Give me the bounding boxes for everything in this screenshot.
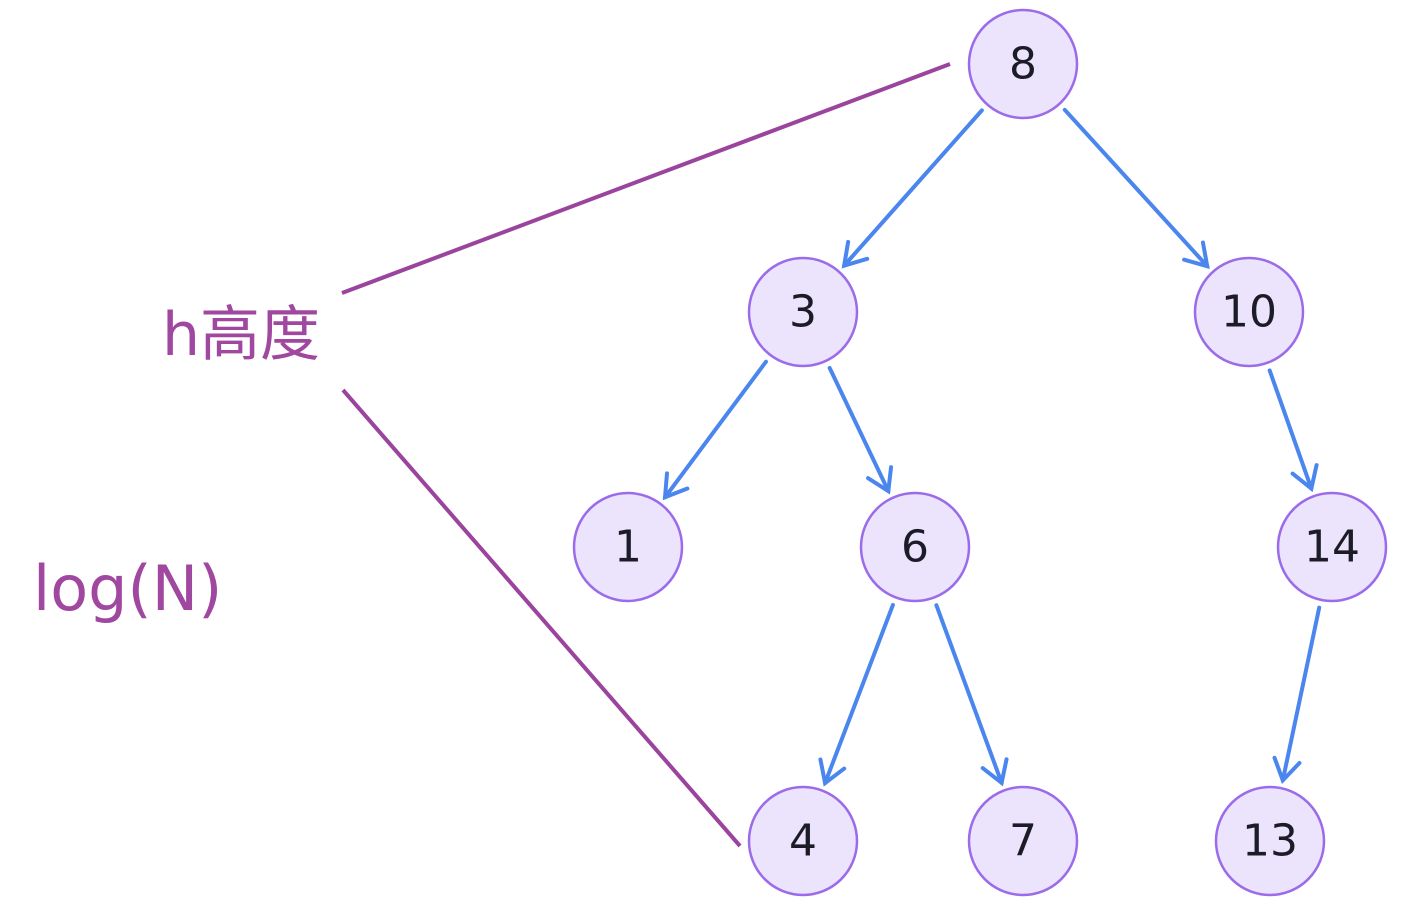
node-circle	[1214, 785, 1326, 897]
height-bracket-upper-line	[341, 62, 951, 295]
tree-node-6: 6	[859, 491, 971, 603]
node-circle	[1193, 256, 1305, 368]
complexity-label: log(N)	[33, 552, 222, 625]
height-bracket-lower-line	[341, 388, 742, 848]
tree-node-4: 4	[747, 785, 859, 897]
arrow-head-icon	[1182, 240, 1210, 269]
arrow-head-icon	[1290, 463, 1319, 493]
edge-n14-n13	[1272, 605, 1322, 785]
arrow-head-icon	[866, 465, 894, 495]
arrow-head-icon	[841, 239, 870, 269]
node-circle	[572, 491, 684, 603]
arrow-head-icon	[1272, 755, 1302, 785]
node-circle	[859, 491, 971, 603]
node-label: 13	[1242, 816, 1298, 867]
node-label: 14	[1304, 522, 1360, 573]
edge-line	[663, 359, 768, 500]
node-label: 3	[789, 287, 817, 338]
node-circle	[967, 8, 1079, 120]
edge-n8-n10	[1062, 107, 1210, 269]
edge-n8-n3	[841, 108, 984, 269]
tree-node-10: 10	[1193, 256, 1305, 368]
tree-node-7: 7	[967, 785, 1079, 897]
node-label: 7	[1009, 816, 1037, 867]
arrow-head-icon	[980, 757, 1009, 787]
node-circle	[1276, 491, 1388, 603]
tree-node-14: 14	[1276, 491, 1388, 603]
node-label: 4	[789, 816, 817, 867]
edge-line	[827, 365, 891, 494]
edge-n3-n6	[827, 365, 894, 495]
edge-line	[842, 108, 984, 268]
edge-n3-n1	[662, 359, 768, 501]
edges	[662, 107, 1322, 787]
edge-n10-n14	[1267, 368, 1319, 493]
edge-line	[934, 603, 1004, 785]
tree-node-8: 8	[967, 8, 1079, 120]
node-circle	[747, 785, 859, 897]
node-label: 8	[1009, 39, 1037, 90]
edge-line	[1267, 368, 1314, 491]
tree-node-13: 13	[1214, 785, 1326, 897]
nodes: 8 3 10 1 6 14 4 7 13	[572, 8, 1388, 897]
height-annotation: h高度 log(N)	[33, 62, 951, 848]
node-circle	[967, 785, 1079, 897]
edge-line	[1280, 605, 1322, 783]
edge-n6-n4	[818, 602, 895, 787]
node-label: 1	[614, 522, 642, 573]
height-label: h高度	[162, 300, 320, 370]
node-circle	[747, 256, 859, 368]
edge-n6-n7	[934, 603, 1009, 787]
edge-line	[1062, 107, 1210, 269]
arrow-head-icon	[818, 757, 847, 787]
tree-node-1: 1	[572, 491, 684, 603]
node-label: 6	[901, 522, 929, 573]
edge-line	[823, 602, 895, 786]
tree-node-3: 3	[747, 256, 859, 368]
node-label: 10	[1221, 287, 1277, 338]
arrow-head-icon	[662, 471, 690, 501]
